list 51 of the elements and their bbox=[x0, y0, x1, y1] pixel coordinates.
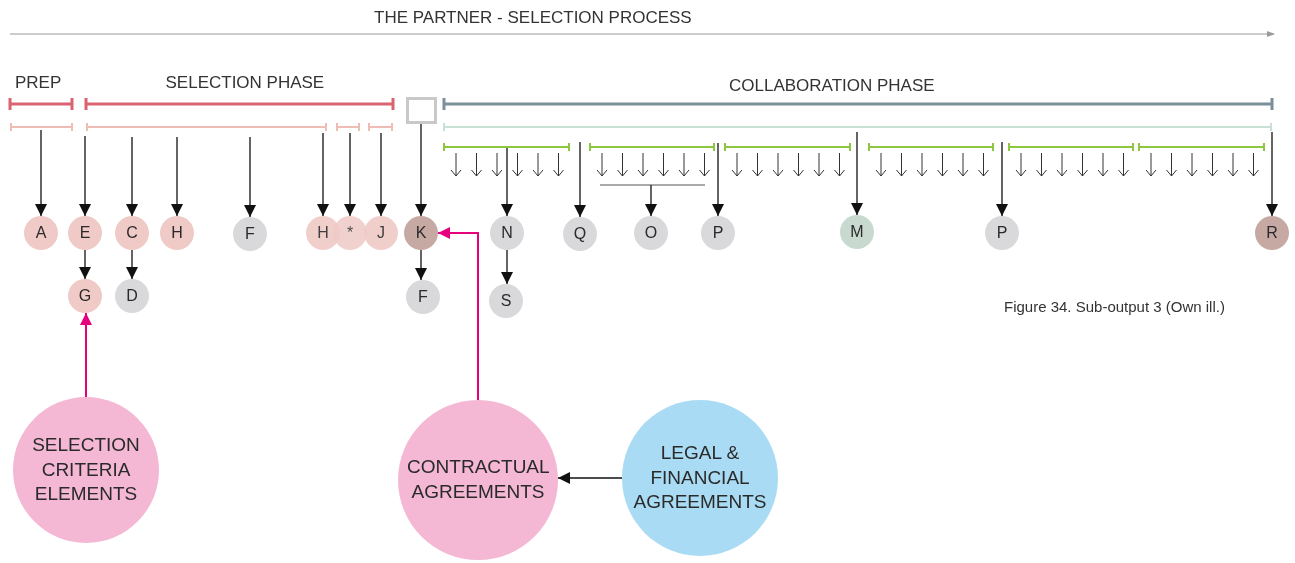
arrow bbox=[501, 249, 513, 285]
arrow bbox=[344, 132, 356, 217]
letter-circle: E bbox=[68, 216, 102, 250]
letter-circle: N bbox=[490, 216, 524, 250]
topic-circle: SELECTION CRITERIA ELEMENTS bbox=[13, 397, 159, 543]
letter-circle: G bbox=[68, 279, 102, 313]
phase-label: PREP bbox=[15, 73, 62, 93]
letter-circle: P bbox=[985, 216, 1019, 250]
arrow bbox=[557, 472, 623, 484]
letter-circle: Q bbox=[563, 217, 597, 251]
arrow bbox=[712, 142, 724, 217]
arrow bbox=[996, 141, 1008, 217]
letter-circle: C bbox=[115, 216, 149, 250]
arrow bbox=[35, 129, 47, 217]
arrow bbox=[126, 136, 138, 217]
empty-box bbox=[405, 96, 437, 124]
caption: Figure 34. Sub-output 3 (Own ill.) bbox=[1004, 298, 1225, 315]
topic-circle: CONTRACTUAL AGREEMENTS bbox=[398, 400, 558, 560]
arrow bbox=[126, 249, 138, 280]
arrow bbox=[501, 147, 513, 217]
arrow bbox=[79, 249, 91, 280]
arrow bbox=[244, 136, 256, 218]
arrow bbox=[415, 122, 427, 217]
arrow bbox=[80, 312, 92, 398]
letter-circle: H bbox=[160, 216, 194, 250]
arrow bbox=[645, 184, 657, 217]
letter-circle: * bbox=[333, 216, 367, 250]
letter-circle: M bbox=[840, 215, 874, 249]
arrow bbox=[317, 132, 329, 217]
arrow bbox=[79, 135, 91, 217]
letter-circle: F bbox=[233, 217, 267, 251]
arrow bbox=[415, 249, 427, 281]
letter-circle: A bbox=[24, 216, 58, 250]
title: THE PARTNER - SELECTION PROCESS bbox=[374, 8, 692, 28]
letter-circle: O bbox=[634, 216, 668, 250]
letter-circle: R bbox=[1255, 216, 1289, 250]
letter-circle: S bbox=[489, 284, 523, 318]
letter-circle: J bbox=[364, 216, 398, 250]
arrow bbox=[437, 227, 479, 401]
arrow bbox=[851, 131, 863, 216]
letter-circle: K bbox=[404, 216, 438, 250]
arrow bbox=[171, 136, 183, 217]
arrow bbox=[574, 141, 586, 218]
letter-circle: P bbox=[701, 216, 735, 250]
letter-circle: D bbox=[115, 279, 149, 313]
arrow bbox=[1266, 131, 1278, 217]
letter-circle: F bbox=[406, 280, 440, 314]
phase-label: SELECTION PHASE bbox=[165, 73, 325, 93]
phase-label: COLLABORATION PHASE bbox=[729, 76, 935, 96]
topic-circle: LEGAL & FINANCIAL AGREEMENTS bbox=[622, 400, 778, 556]
arrow bbox=[375, 132, 387, 217]
